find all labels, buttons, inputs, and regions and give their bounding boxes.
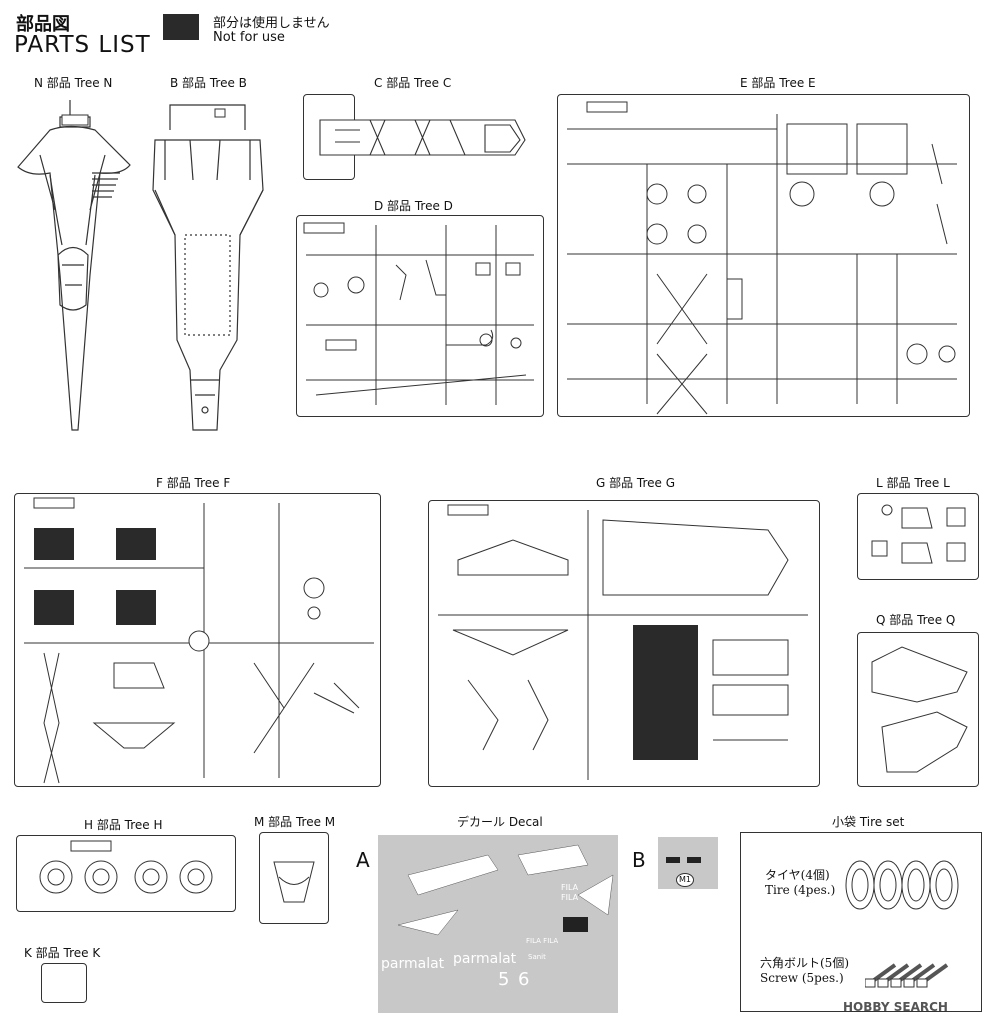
tree-n-label: N 部品 Tree N bbox=[34, 76, 113, 90]
tire-label-en: Tire (4pes.) bbox=[765, 883, 836, 897]
not-for-use-jp: 部分は使用しません bbox=[213, 16, 330, 31]
tree-g-label: G 部品 Tree G bbox=[596, 476, 676, 490]
not-for-use-en: Not for use bbox=[213, 30, 285, 45]
tree-f-label: F 部品 Tree F bbox=[156, 476, 231, 490]
tree-m-label: M 部品 Tree M bbox=[254, 815, 336, 829]
tree-l-label: L 部品 Tree L bbox=[876, 476, 950, 490]
decal-sheet-a-drawing: FILA FILA FILA FILA FILA FILA parmalat p… bbox=[381, 844, 614, 990]
decal-label: デカール Decal bbox=[457, 815, 543, 829]
decal-b-bar-2 bbox=[687, 857, 701, 863]
tree-n-drawing bbox=[17, 100, 131, 431]
tree-g bbox=[428, 500, 820, 787]
tireset-box bbox=[740, 832, 982, 1012]
tireset-label: 小袋 Tire set bbox=[832, 815, 905, 829]
watermark-text: HOBBY SEARCH bbox=[843, 1000, 948, 1014]
decal-fila-2: FILA bbox=[478, 862, 496, 871]
tree-c-drawing bbox=[319, 119, 526, 156]
tree-d bbox=[296, 215, 544, 417]
screw-label-en: Screw (5pes.) bbox=[760, 971, 844, 985]
tree-d-drawing bbox=[303, 222, 534, 405]
decal-number-5: 5 bbox=[498, 969, 509, 990]
tires-drawing bbox=[845, 860, 959, 910]
decal-fila-4: FILA bbox=[561, 893, 579, 902]
tree-b-drawing bbox=[152, 104, 264, 431]
tree-q-drawing bbox=[871, 646, 968, 773]
tree-h bbox=[16, 835, 236, 912]
tree-g-drawing bbox=[438, 504, 808, 780]
tire-label-jp: タイヤ(4個) bbox=[765, 868, 830, 882]
decal-parmalat-2: parmalat bbox=[453, 951, 517, 967]
decal-sheet-a-label: A bbox=[356, 848, 370, 872]
decal-fila-1: FILA bbox=[550, 850, 568, 859]
tree-h-label: H 部品 Tree H bbox=[84, 818, 163, 832]
tree-e-drawing bbox=[567, 101, 957, 415]
decal-sanit: Sanit bbox=[528, 953, 546, 961]
tree-k-label: K 部品 Tree K bbox=[24, 946, 101, 960]
decal-number-6: 6 bbox=[518, 969, 529, 990]
tree-h-drawing bbox=[39, 840, 213, 894]
tree-l-drawing bbox=[871, 504, 966, 564]
tree-e-label: E 部品 Tree E bbox=[740, 76, 816, 90]
tree-k bbox=[41, 963, 87, 1003]
tree-e bbox=[557, 94, 970, 417]
tree-m-drawing bbox=[273, 861, 315, 903]
tree-d-label: D 部品 Tree D bbox=[374, 199, 453, 213]
tree-f-drawing bbox=[24, 497, 374, 784]
decal-b-bar-1 bbox=[666, 857, 680, 863]
watermark: HOBBY SEARCH bbox=[843, 1000, 948, 1014]
not-for-use-swatch bbox=[163, 14, 199, 40]
decal-fila-3: FILA bbox=[561, 883, 579, 892]
screw-label-jp: 六角ボルト(5個) bbox=[760, 956, 849, 970]
page-title-jp: 部品図 bbox=[16, 14, 70, 35]
decal-fila-5: FILA FILA bbox=[526, 937, 558, 945]
tree-q-label: Q 部品 Tree Q bbox=[876, 613, 956, 627]
tree-q bbox=[857, 632, 979, 787]
tree-b-label: B 部品 Tree B bbox=[170, 76, 247, 90]
decal-sheet-b-label: B bbox=[632, 848, 646, 872]
tree-c-label: C 部品 Tree C bbox=[374, 76, 452, 90]
page-title-en: PARTS LIST bbox=[14, 32, 151, 58]
decal-parmalat-1: parmalat bbox=[381, 956, 445, 972]
tree-m bbox=[259, 832, 329, 924]
decal-b-tag: M1 bbox=[676, 873, 694, 887]
screws-drawing bbox=[865, 963, 949, 988]
